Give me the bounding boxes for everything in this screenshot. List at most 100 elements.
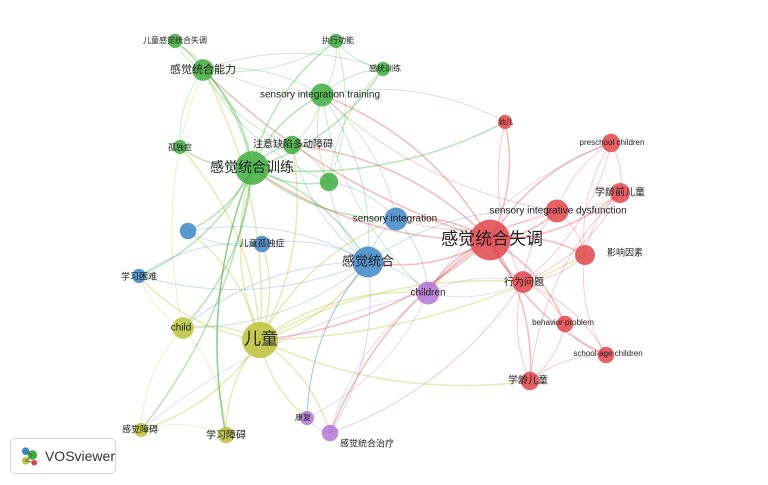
link-n5-n25	[259, 254, 586, 341]
link-n10-n11	[251, 121, 506, 173]
link-n6-n8	[522, 281, 607, 356]
node-label-n15: 儿童感觉统合失调	[143, 35, 207, 45]
node-n15[interactable]	[167, 33, 183, 49]
node-n30[interactable]	[299, 410, 315, 426]
node-n11[interactable]	[235, 151, 269, 185]
node-label-n31: 感觉统合治疗	[340, 438, 394, 450]
link-n15-n12	[174, 40, 323, 96]
node-n20[interactable]	[352, 246, 384, 278]
node-label-n14: 注意缺陷多动障碍	[253, 138, 333, 151]
link-n11-n16	[251, 40, 337, 169]
node-n25[interactable]	[241, 321, 279, 359]
link-n12-n19	[316, 94, 330, 183]
link-n14-n25	[259, 144, 298, 341]
node-n26[interactable]	[172, 317, 194, 339]
node-n24[interactable]	[179, 222, 197, 240]
node-label-n23: 学习困难	[121, 271, 157, 283]
link-n3-n6	[522, 142, 612, 283]
link-n7-n9	[529, 323, 566, 382]
link-n3-n5	[583, 142, 612, 256]
link-n16-n19	[328, 40, 346, 183]
link-n1-n9	[489, 239, 532, 382]
node-label-n16: 执行功能	[322, 35, 354, 45]
link-n13-n16	[202, 40, 337, 73]
link-n11-n21	[251, 167, 397, 220]
node-n29[interactable]	[416, 281, 440, 305]
node-label-n27: 感觉障碍	[122, 424, 158, 436]
node-n3[interactable]	[601, 133, 621, 153]
link-n13-n17	[202, 52, 384, 71]
link-n28-n11	[216, 167, 253, 436]
node-n27[interactable]	[133, 422, 149, 438]
node-n12[interactable]	[310, 83, 334, 107]
node-label-n5: 影响因素	[607, 247, 643, 259]
node-label-n12: sensory integration training	[260, 90, 380, 101]
link-n26-n28	[182, 327, 227, 436]
network-links	[138, 40, 622, 436]
link-n10-n12	[321, 88, 506, 123]
link-n13-n19	[202, 69, 330, 183]
link-n2-n12	[321, 94, 558, 212]
link-n10-n6	[497, 121, 524, 283]
node-n10[interactable]	[497, 114, 513, 130]
node-n16[interactable]	[328, 33, 344, 49]
link-n4-n9	[529, 192, 621, 382]
link-n1-n25	[259, 239, 491, 341]
node-n22[interactable]	[253, 235, 271, 253]
link-n11-n17	[251, 68, 384, 169]
link-n29-n30	[306, 292, 429, 419]
link-n13-n14	[202, 69, 293, 146]
node-n7[interactable]	[556, 315, 574, 333]
link-n20-n24	[187, 226, 369, 263]
node-n9[interactable]	[520, 371, 540, 391]
link-n28-n27	[140, 424, 227, 436]
node-n23[interactable]	[131, 268, 147, 284]
link-n3-n29	[427, 142, 612, 294]
node-n17[interactable]	[375, 61, 391, 77]
link-n25-n29	[259, 291, 429, 341]
link-n11-n25	[239, 167, 261, 341]
link-n12-n20	[321, 94, 370, 263]
node-n28[interactable]	[217, 426, 235, 444]
node-n19[interactable]	[319, 172, 339, 192]
node-n8[interactable]	[597, 346, 615, 364]
link-n26-n13	[171, 69, 204, 329]
link-n1-n13	[202, 69, 491, 241]
node-label-n9: 学龄儿童	[508, 374, 548, 387]
node-n2[interactable]	[545, 199, 569, 223]
node-label-n30: 康复	[295, 412, 311, 422]
link-n12-n29	[321, 94, 429, 294]
node-label-n1: 感觉统合失调	[441, 230, 543, 250]
link-n21-n25	[259, 218, 397, 341]
network-nodes[interactable]	[131, 33, 631, 444]
node-label-n6: 行为问题	[504, 276, 544, 289]
link-n5-n8	[582, 254, 607, 356]
node-label-n21: sensory integration	[353, 214, 438, 225]
node-n31[interactable]	[321, 424, 339, 442]
node-n5[interactable]	[574, 244, 596, 266]
node-label-n13: 感觉统合能力	[170, 62, 236, 76]
link-n20-n30	[306, 261, 369, 419]
node-n4[interactable]	[609, 182, 631, 204]
vosviewer-logo-icon	[21, 447, 38, 466]
link-n13-n18	[179, 69, 204, 148]
vosviewer-logo: VOSviewer	[10, 438, 116, 474]
link-n6-n25	[259, 279, 524, 341]
link-n18-n25	[179, 146, 261, 341]
node-n21[interactable]	[384, 207, 408, 231]
link-n1-n14	[291, 144, 491, 241]
node-label-n11: 感觉统合训练	[210, 159, 294, 176]
node-label-n18: 孤独症	[168, 142, 192, 152]
node-n1[interactable]	[469, 219, 511, 261]
node-label-n10: 幼儿	[499, 117, 513, 126]
link-n31-n6	[329, 281, 524, 434]
link-n11-n23	[138, 167, 253, 277]
node-n14[interactable]	[282, 135, 302, 155]
node-n6[interactable]	[512, 271, 534, 293]
vosviewer-logo-text: VOSviewer	[44, 448, 115, 464]
node-n18[interactable]	[172, 139, 188, 155]
node-n13[interactable]	[192, 59, 214, 81]
node-label-n8: school-age children	[573, 349, 642, 358]
